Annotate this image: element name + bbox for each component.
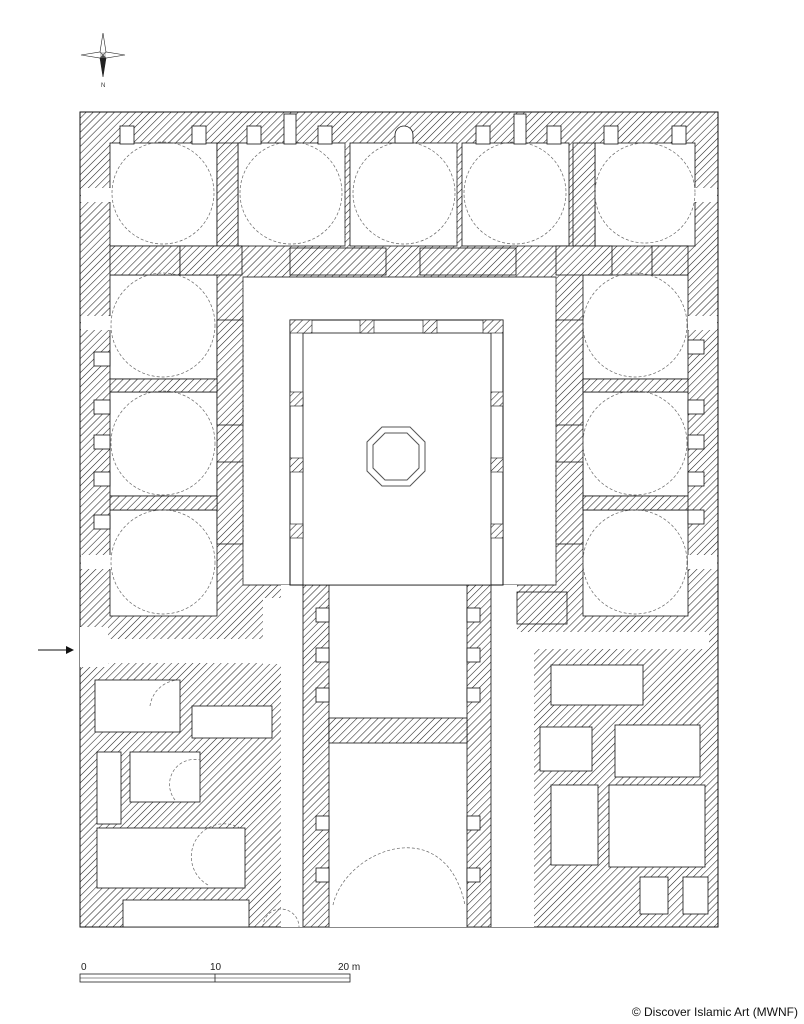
scale-label-20m: 20 m [338,962,360,973]
north-arrow-icon [80,32,126,78]
scale-label-0: 0 [81,962,87,973]
wall-niches [93,113,705,883]
courtyard-piers [289,319,504,539]
entrance-arrow [38,646,74,654]
courtyard-inner [302,332,492,586]
scale-bar [79,973,351,983]
domes [110,141,696,928]
scale-label-10: 10 [210,962,222,973]
interior-walls [109,142,689,928]
corridors [80,188,717,927]
copyright-credit: © Discover Islamic Art (MWNF) [627,1004,802,1020]
fountain [366,426,426,487]
north-label: N [101,83,105,89]
